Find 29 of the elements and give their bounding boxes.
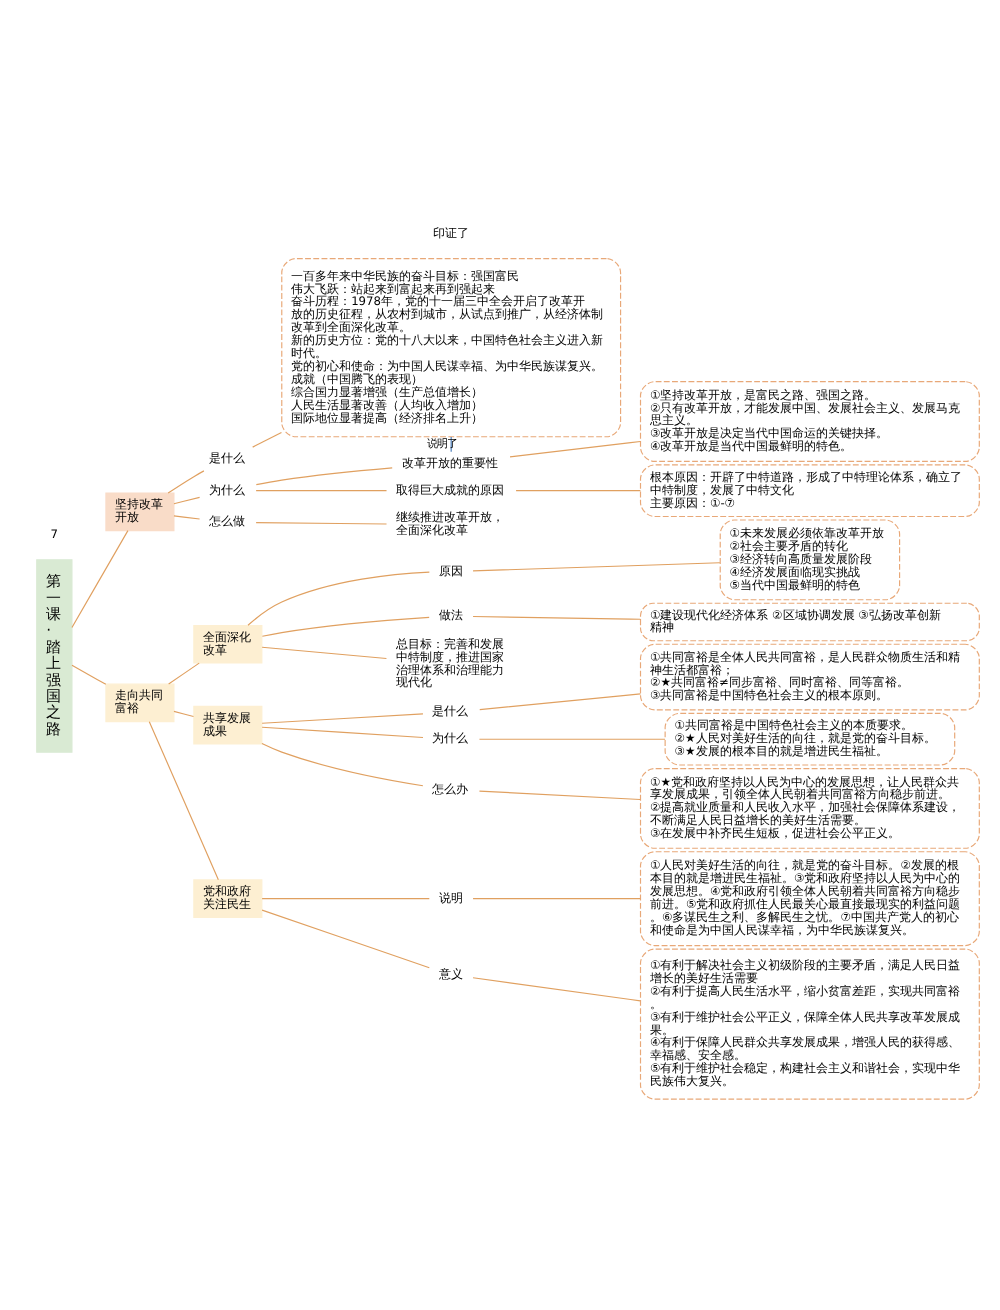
connector bbox=[147, 720, 218, 880]
connector bbox=[172, 514, 200, 519]
connector bbox=[70, 529, 128, 628]
connector bbox=[471, 561, 720, 571]
connector bbox=[260, 908, 429, 968]
connector bbox=[254, 466, 392, 485]
connector bbox=[167, 661, 199, 684]
connector bbox=[254, 521, 387, 524]
connector bbox=[70, 663, 106, 684]
connector bbox=[254, 489, 387, 491]
connector bbox=[477, 789, 640, 800]
connector bbox=[251, 431, 282, 447]
connector bbox=[260, 897, 429, 899]
connector bbox=[172, 495, 200, 504]
connector bbox=[471, 897, 640, 899]
connector bbox=[260, 742, 423, 786]
connector bbox=[471, 976, 640, 1001]
connector bbox=[260, 645, 387, 659]
connector bbox=[478, 692, 641, 710]
connector bbox=[514, 489, 640, 491]
connector bbox=[471, 614, 640, 619]
connector bbox=[508, 439, 640, 457]
connector bbox=[260, 725, 423, 738]
connector bbox=[166, 469, 204, 493]
connector bbox=[172, 709, 194, 717]
connector bbox=[260, 615, 429, 636]
connector bbox=[260, 712, 423, 723]
connector bbox=[477, 737, 665, 739]
connector bbox=[246, 570, 429, 625]
